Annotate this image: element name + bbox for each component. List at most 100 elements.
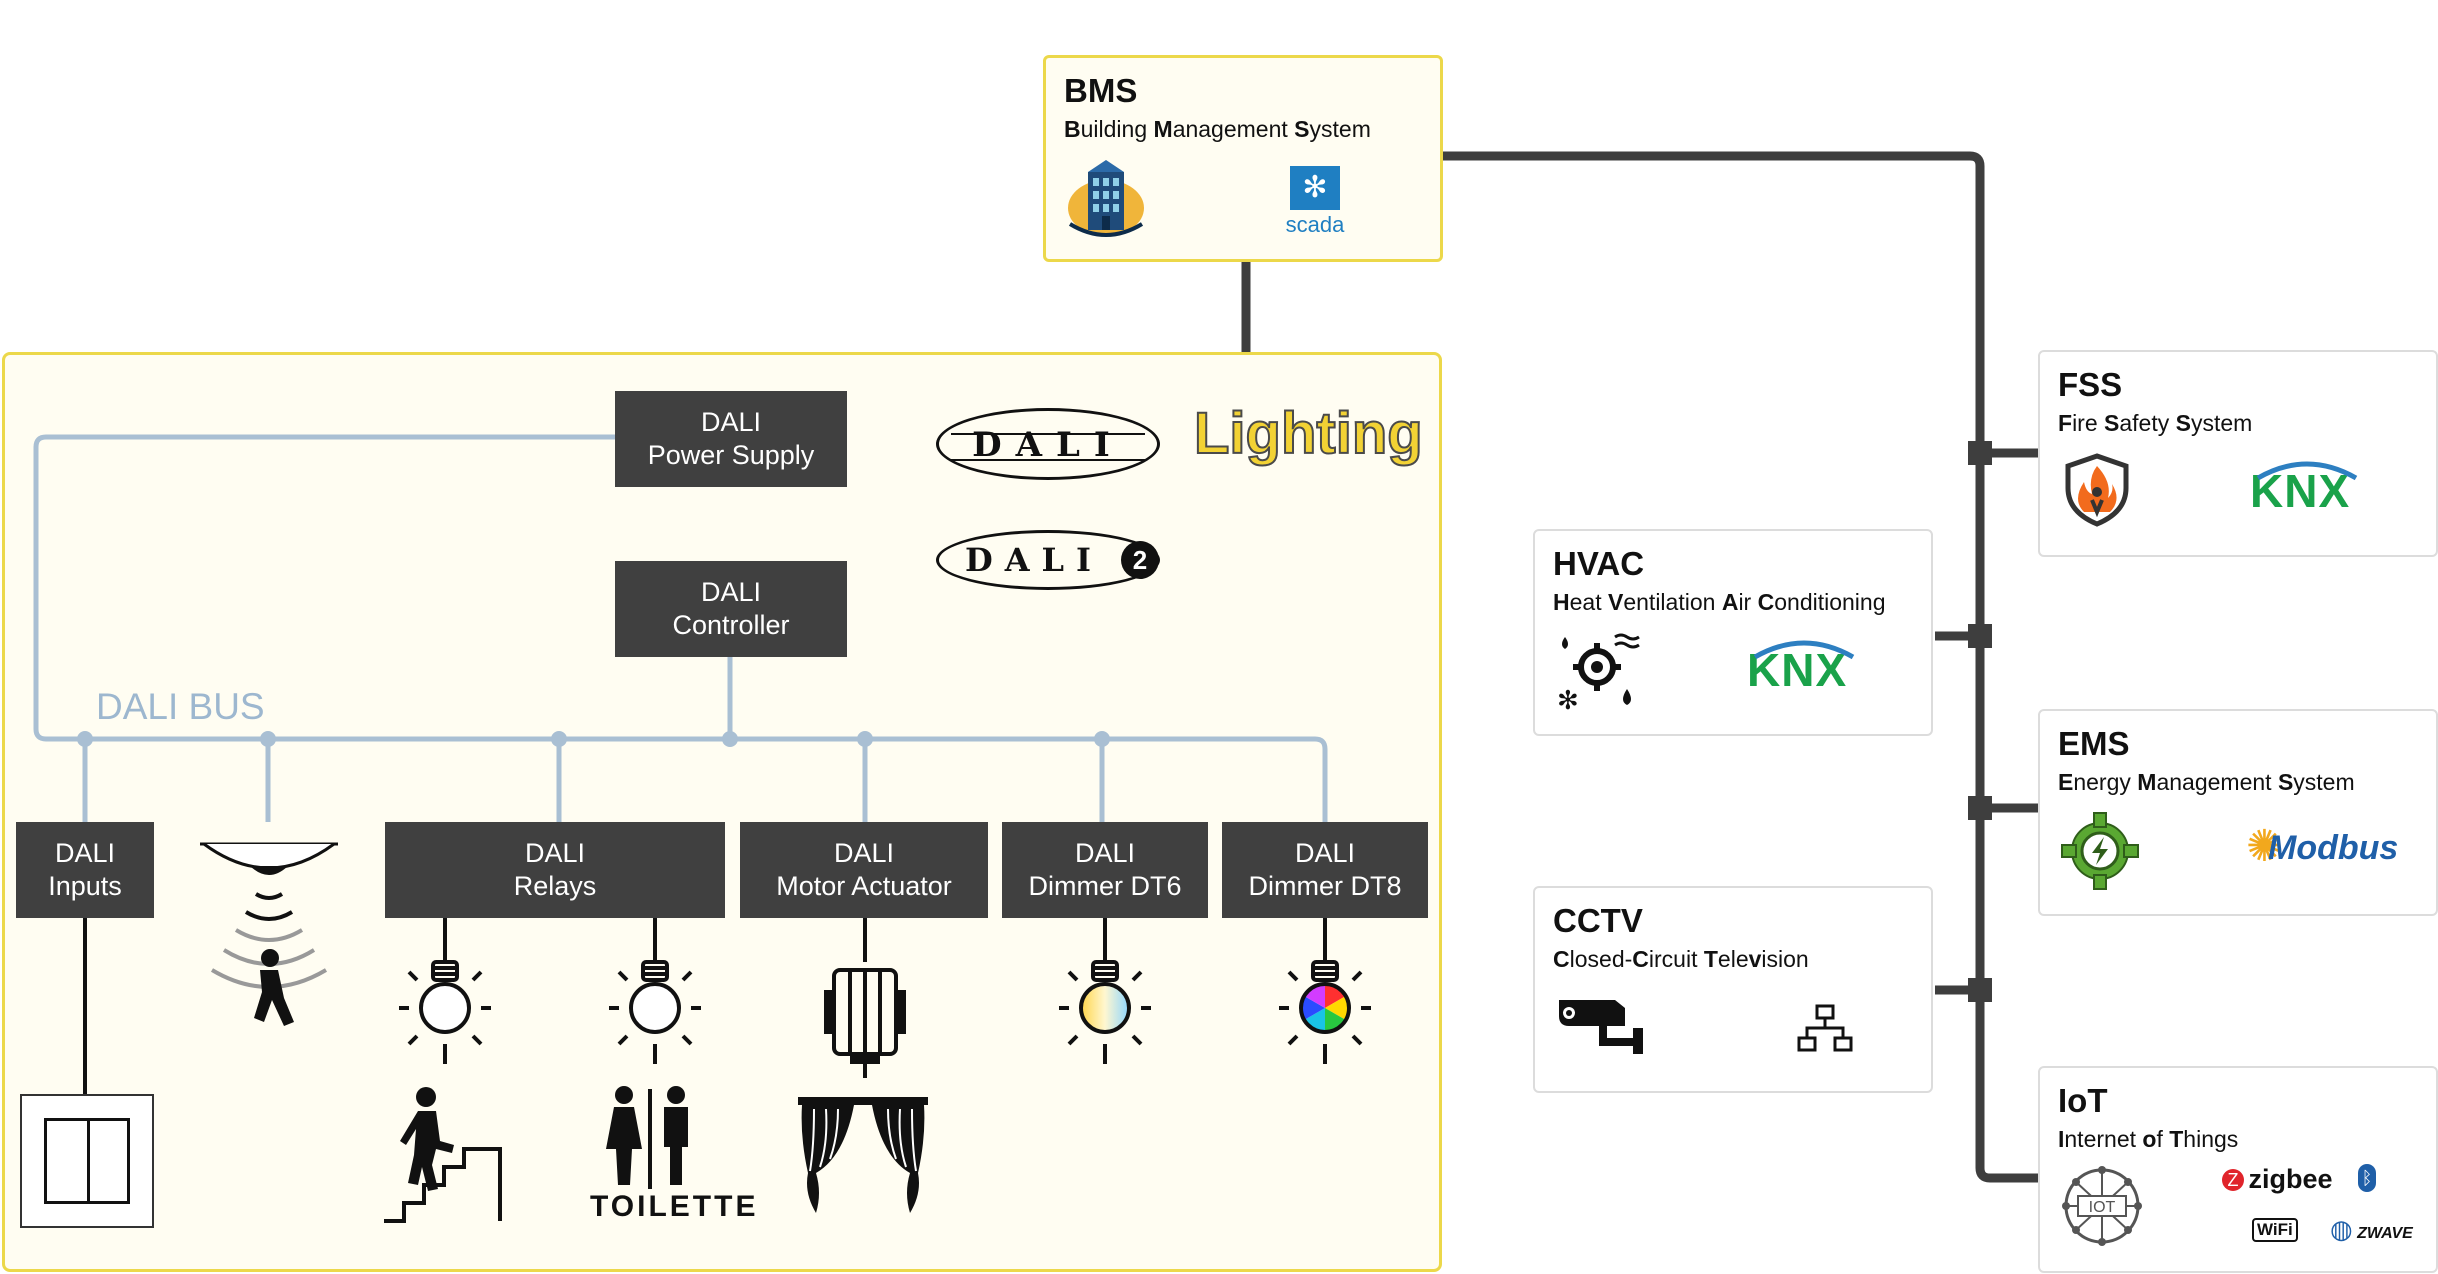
wifi-label: WiFi: [2257, 1220, 2293, 1239]
device-line1: DALI: [54, 838, 116, 868]
hvac-card: HVAC Heat Ventilation Air Conditioning ✻…: [1533, 529, 1933, 736]
device-line1: DALI: [833, 838, 895, 868]
subtitle-initial: C: [1553, 946, 1570, 972]
knx-arc: [1753, 640, 1855, 660]
subtitle-initial: T: [1703, 946, 1718, 972]
subtitle-initial: T: [2169, 1126, 2184, 1152]
modbus-label: Modbus: [2268, 829, 2399, 867]
subtitle-initial: o: [2142, 1126, 2157, 1152]
motor-icon: [824, 968, 906, 1078]
controller-line2: Controller: [672, 610, 790, 640]
rgb-bulb-icon: [1279, 960, 1371, 1064]
fss-subtitle: Fire Safety System: [2058, 410, 2253, 436]
lighting-title: Lighting: [1193, 400, 1424, 467]
iot-title: IoT: [2058, 1082, 2108, 1119]
light-bulb-icon: [399, 960, 491, 1064]
subtitle-initial: S: [2277, 769, 2294, 795]
subtitle-initial: M: [1153, 116, 1173, 142]
wall-switch-icon: [20, 1094, 154, 1228]
subtitle-initial: C: [1632, 946, 1649, 972]
dali-relays-box: DALI Relays: [385, 822, 725, 918]
device-line2: Dimmer DT6: [1028, 871, 1182, 901]
zigbee-label: zigbee: [2248, 1164, 2333, 1194]
bluetooth-icon: ᛒ: [2358, 1164, 2376, 1192]
modbus-network-icon: ✺: [2246, 822, 2283, 871]
cctv-subtitle: Closed-Circuit Television: [1553, 946, 1809, 972]
dali2-logo-text: DALI: [964, 541, 1104, 579]
scada-logo: ✻ scada: [1280, 166, 1350, 237]
device-line2: Relays: [513, 871, 597, 901]
device-line2: Dimmer DT8: [1248, 871, 1402, 901]
subtitle-initial: C: [1757, 589, 1775, 615]
power-supply-line1: DALI: [700, 407, 762, 437]
fss-title: FSS: [2058, 366, 2123, 403]
zwave-logo: ◍ ZWAVE: [2330, 1214, 2413, 1245]
controller-line1: DALI: [700, 577, 762, 607]
ems-title: EMS: [2058, 725, 2130, 762]
dali-dimmer-dt6-box: DALI Dimmer DT6: [1002, 822, 1208, 918]
hvac-title: HVAC: [1553, 545, 1645, 582]
subtitle-initial: A: [1721, 589, 1739, 615]
subtitle-initial: H: [1553, 589, 1570, 615]
device-line2: Motor Actuator: [776, 871, 952, 901]
cctv-card: CCTV Closed-Circuit Television: [1533, 886, 1933, 1093]
dali-controller-box: DALI Controller: [615, 561, 847, 657]
zwave-icon: ◍: [2330, 1214, 2353, 1244]
subtitle-initial: v: [1748, 946, 1762, 972]
light-bulb-icon: [609, 960, 701, 1064]
subtitle-initial: V: [1608, 589, 1624, 615]
cctv-title: CCTV: [1553, 902, 1643, 939]
dali-logo-text: DALI: [972, 425, 1124, 465]
subtitle-initial: M: [2137, 769, 2157, 795]
stairs-icon: [384, 1087, 502, 1223]
iot-globe-icon: IOT: [2062, 1166, 2142, 1246]
building-icon: [1068, 160, 1144, 237]
dali2-logo: DALI 2: [936, 530, 1160, 590]
bms-card: BMS Building Management System ✻ scada: [1043, 55, 1443, 262]
dali-logo: DALI: [936, 408, 1160, 480]
bms-title: BMS: [1064, 72, 1138, 109]
curtains-icon: [798, 1097, 928, 1213]
device-line1: DALI: [1294, 838, 1356, 868]
iot-subtitle: Internet of Things: [2058, 1126, 2239, 1152]
subtitle-initial: S: [2104, 410, 2120, 436]
dali-bus-label: DALI BUS: [96, 686, 265, 727]
fss-card: FSS Fire Safety System KNX: [2038, 350, 2438, 557]
dali-inputs-box: DALI Inputs: [16, 822, 154, 918]
fire-shield-icon: [2065, 453, 2129, 527]
energy-gear-icon: [2061, 812, 2139, 890]
subtitle-initial: F: [2058, 410, 2073, 436]
subtitle-initial: E: [2058, 769, 2074, 795]
tunable-white-bulb-icon: [1059, 960, 1151, 1064]
subtitle-initial: S: [1294, 116, 1310, 142]
bms-subtitle: Building Management System: [1064, 116, 1371, 142]
hvac-subtitle: Heat Ventilation Air Conditioning: [1553, 589, 1886, 615]
subtitle-initial: B: [1064, 116, 1081, 142]
ems-subtitle: Energy Management System: [2058, 769, 2355, 795]
zwave-label: ZWAVE: [2357, 1225, 2413, 1242]
zigbee-logo: Z zigbee: [2222, 1164, 2332, 1195]
dali-power-supply-box: DALI Power Supply: [615, 391, 847, 487]
wifi-logo: WiFi: [2252, 1218, 2298, 1242]
iot-label: IOT: [2089, 1199, 2116, 1216]
camera-icon: [1559, 1000, 1643, 1054]
hvac-gear-icon: ✻: [1557, 633, 1640, 713]
iot-card: IoT Internet of Things IOT Z zigbee ᛒ Wi…: [2038, 1066, 2438, 1273]
ems-card: EMS Energy Management System ✺ Modbus: [2038, 709, 2438, 916]
device-line1: DALI: [1074, 838, 1136, 868]
svg-text:✻: ✻: [1557, 685, 1579, 713]
scada-label: scada: [1285, 212, 1345, 237]
snowflake-icon: ✻: [1290, 166, 1340, 210]
zigbee-icon: Z: [2222, 1168, 2244, 1191]
device-line2: Inputs: [48, 871, 122, 901]
toilette-label: TOILETTE: [590, 1190, 759, 1223]
dali-dimmer-dt8-box: DALI Dimmer DT8: [1222, 822, 1428, 918]
knx-arc: [2256, 461, 2358, 481]
lighting-panel: [2, 352, 1442, 1272]
subtitle-initial: S: [2175, 410, 2191, 436]
motion-sensor-icon: [200, 842, 338, 1026]
power-supply-line2: Power Supply: [647, 440, 815, 470]
device-line1: DALI: [524, 838, 586, 868]
dali-motor-actuator-box: DALI Motor Actuator: [740, 822, 988, 918]
